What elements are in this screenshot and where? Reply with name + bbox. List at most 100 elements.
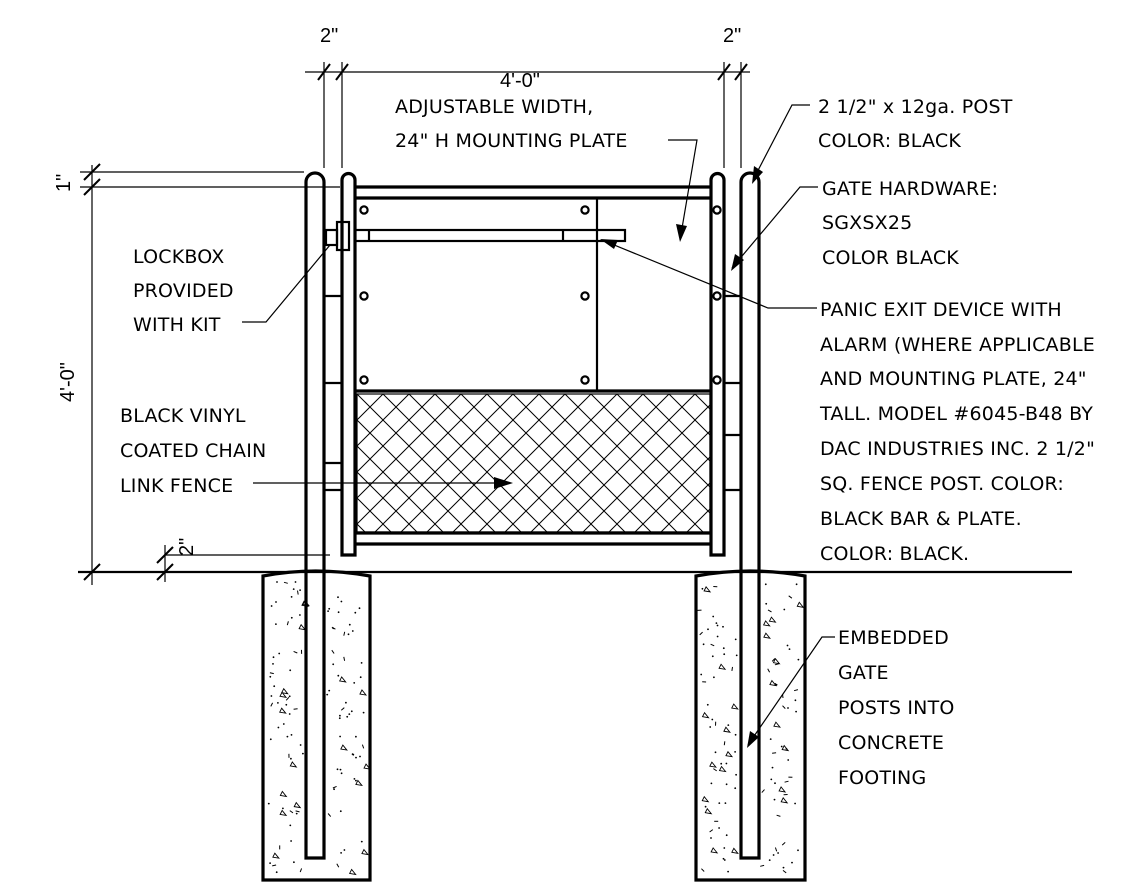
concrete-speckle xyxy=(723,726,731,733)
concrete-speckle xyxy=(279,809,288,817)
concrete-speckle xyxy=(343,656,346,661)
concrete-speckle xyxy=(289,669,292,672)
concrete-speckle xyxy=(769,738,772,740)
concrete-speckle xyxy=(292,588,295,590)
footing-left xyxy=(261,569,372,882)
concrete-speckle xyxy=(340,744,348,751)
concrete-speckle xyxy=(794,699,797,702)
concrete-speckle xyxy=(723,859,726,861)
concrete-speckle xyxy=(711,718,714,721)
callout-chain-link: BLACK VINYL COATED CHAIN LINK FENCE xyxy=(120,405,266,497)
concrete-speckle xyxy=(763,632,771,639)
concrete-speckle xyxy=(722,625,724,628)
concrete-speckle xyxy=(299,589,301,591)
concrete-speckle xyxy=(290,757,292,760)
concrete-speckle xyxy=(780,796,789,804)
svg-text:GATE HARDWARE:: GATE HARDWARE: xyxy=(822,178,998,200)
concrete-speckle xyxy=(289,761,298,768)
concrete-speckle xyxy=(328,607,331,610)
svg-text:COLOR: BLACK.: COLOR: BLACK. xyxy=(820,543,969,565)
concrete-speckle xyxy=(269,738,272,741)
concrete-speckle xyxy=(343,849,346,851)
concrete-speckle xyxy=(273,685,276,688)
concrete-speckle xyxy=(343,631,346,636)
concrete-speckle xyxy=(788,595,793,599)
concrete-speckle xyxy=(339,735,341,738)
concrete-speckle xyxy=(716,624,719,627)
concrete-speckle xyxy=(340,852,342,854)
callout-embedded-posts: EMBEDDED GATE POSTS INTO CONCRETE FOOTIN… xyxy=(838,627,955,789)
concrete-speckle xyxy=(706,703,709,706)
concrete-speckle xyxy=(782,866,785,869)
concrete-speckle xyxy=(354,611,357,614)
chain-link-mesh xyxy=(356,393,711,533)
concrete-speckle xyxy=(295,812,298,815)
concrete-speckle xyxy=(772,657,781,665)
concrete-speckle xyxy=(710,643,715,647)
svg-text:COLOR BLACK: COLOR BLACK xyxy=(822,247,959,269)
svg-text:ALARM (WHERE APPLICABLE: ALARM (WHERE APPLICABLE xyxy=(820,334,1095,356)
concrete-speckle xyxy=(731,703,739,710)
concrete-speckle xyxy=(290,840,292,842)
concrete-speckle xyxy=(275,623,277,625)
concrete-speckle xyxy=(327,813,332,817)
concrete-speckle xyxy=(710,847,719,854)
dim-post-right: 2" xyxy=(723,25,741,47)
concrete-speckle xyxy=(333,788,335,791)
concrete-speckle xyxy=(269,675,272,678)
concrete-speckle xyxy=(290,616,293,619)
concrete-speckle xyxy=(331,626,336,630)
concrete-speckle xyxy=(285,696,290,701)
concrete-speckle xyxy=(272,852,280,859)
concrete-speckle xyxy=(336,768,339,771)
concrete-speckle xyxy=(332,785,337,789)
concrete-speckle xyxy=(277,702,279,704)
concrete-speckle xyxy=(714,751,717,754)
concrete-speckle xyxy=(709,829,714,833)
concrete-speckle xyxy=(722,647,725,650)
svg-text:PANIC EXIT DEVICE WITH: PANIC EXIT DEVICE WITH xyxy=(820,299,1062,321)
svg-text:24" H MOUNTING PLATE: 24" H MOUNTING PLATE xyxy=(395,130,628,152)
concrete-speckle xyxy=(701,795,710,803)
concrete-speckle xyxy=(279,691,288,698)
concrete-speckle xyxy=(339,810,342,813)
concrete-speckle xyxy=(718,765,727,773)
concrete-speckle xyxy=(338,717,341,720)
concrete-speckle xyxy=(723,847,726,849)
dimension-lines xyxy=(80,62,750,585)
svg-text:WITH KIT: WITH KIT xyxy=(133,314,221,336)
concrete-speckle xyxy=(293,801,302,809)
concrete-speckle xyxy=(782,705,786,709)
concrete-speckle xyxy=(781,744,790,752)
concrete-speckle xyxy=(298,623,307,631)
concrete-speckle xyxy=(275,871,278,874)
concrete-speckle xyxy=(725,750,734,758)
concrete-speckle xyxy=(711,655,714,658)
concrete-speckle xyxy=(701,711,710,719)
concrete-speckle xyxy=(338,676,347,683)
concrete-speckle xyxy=(290,596,293,598)
concrete-speckle xyxy=(700,673,703,676)
concrete-speckle xyxy=(734,733,737,736)
concrete-speckle xyxy=(348,713,351,715)
concrete-speckle xyxy=(725,762,728,765)
concrete-speckle xyxy=(770,778,773,781)
concrete-speckle xyxy=(351,753,354,755)
concrete-speckle xyxy=(707,628,709,631)
concrete-speckle xyxy=(299,614,301,616)
concrete-speckle xyxy=(786,644,789,647)
concrete-speckle xyxy=(290,734,293,736)
svg-text:POSTS INTO: POSTS INTO xyxy=(838,697,955,719)
concrete-speckle xyxy=(362,711,365,714)
callout-leaders xyxy=(242,104,835,746)
concrete-speckle xyxy=(791,861,793,864)
concrete-speckles-right xyxy=(697,583,805,874)
concrete-speckle xyxy=(715,622,718,624)
concrete-speckle xyxy=(359,689,368,696)
concrete-speckle xyxy=(773,721,781,728)
concrete-speckle xyxy=(331,649,335,654)
concrete-speckle xyxy=(302,752,304,755)
concrete-speckle xyxy=(704,805,707,808)
concrete-speckle xyxy=(293,861,295,864)
